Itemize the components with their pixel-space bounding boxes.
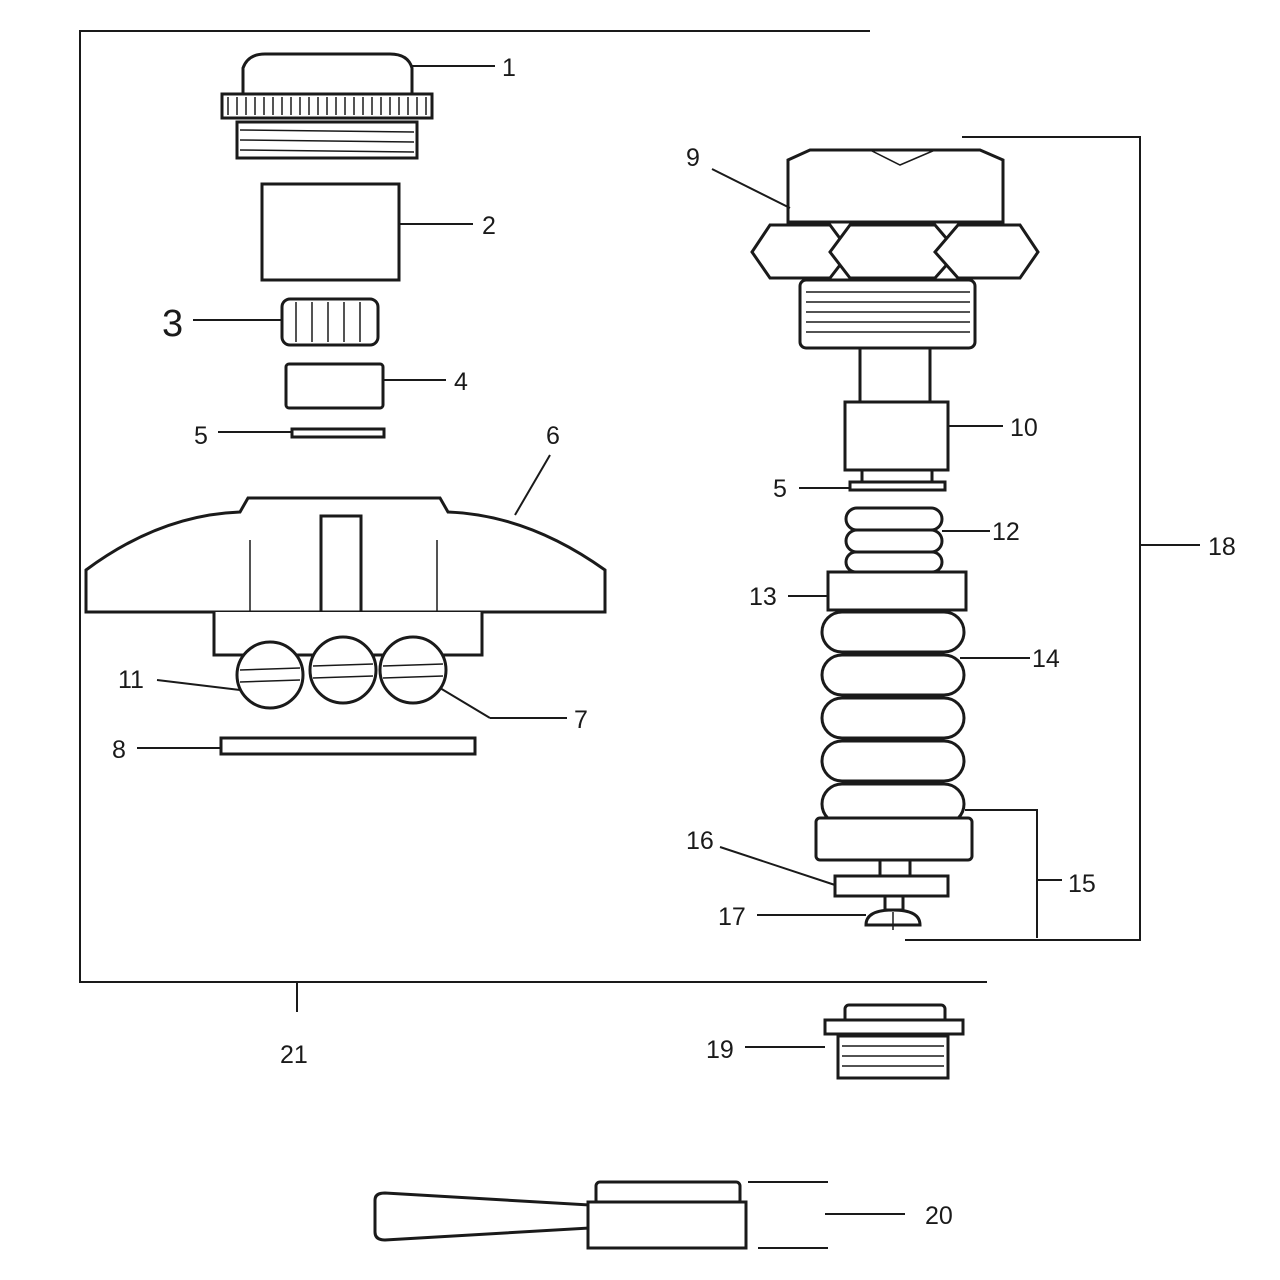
label-2: 2 bbox=[482, 212, 496, 240]
label-4: 4 bbox=[454, 368, 468, 396]
part-5-washer-left bbox=[290, 427, 386, 439]
bracket-15 bbox=[965, 809, 1062, 938]
bracket-18 bbox=[905, 136, 1200, 941]
part-19-plug bbox=[823, 1003, 965, 1080]
label-20: 20 bbox=[925, 1202, 953, 1230]
label-10: 10 bbox=[1010, 414, 1038, 442]
label-11: 11 bbox=[118, 666, 144, 694]
bracket-20 bbox=[748, 1181, 905, 1249]
part-3-knurled-nut bbox=[280, 297, 380, 347]
part-2-sleeve bbox=[260, 182, 401, 282]
part-5-washer-right bbox=[848, 480, 947, 492]
label-8: 8 bbox=[112, 736, 126, 764]
frame-21 bbox=[79, 30, 987, 1012]
label-6: 6 bbox=[546, 422, 560, 450]
part-15-seat-assembly bbox=[814, 816, 974, 930]
label-14: 14 bbox=[1032, 645, 1060, 673]
part-9-bonnet bbox=[750, 148, 1040, 405]
part-13-collar bbox=[826, 570, 968, 612]
part-1-knurl bbox=[227, 97, 427, 115]
label-9: 9 bbox=[686, 144, 700, 172]
part-7-balls bbox=[235, 635, 448, 710]
label-19: 19 bbox=[706, 1036, 734, 1064]
label-5-left: 5 bbox=[194, 422, 208, 450]
label-7: 7 bbox=[574, 706, 588, 734]
label-1: 1 bbox=[502, 54, 516, 82]
part-10-sleeve bbox=[843, 400, 950, 472]
label-17: 17 bbox=[718, 903, 746, 931]
label-3: 3 bbox=[162, 303, 183, 345]
part-14-large-spring bbox=[820, 610, 966, 826]
label-12: 12 bbox=[992, 518, 1020, 546]
label-13: 13 bbox=[749, 583, 777, 611]
label-5-right: 5 bbox=[773, 475, 787, 503]
leader-lines bbox=[137, 65, 1030, 1048]
part-12-small-spring bbox=[844, 506, 944, 574]
label-18: 18 bbox=[1208, 533, 1236, 561]
label-21: 21 bbox=[280, 1041, 308, 1069]
part-4-bushing bbox=[284, 362, 385, 410]
stem-upper bbox=[860, 468, 934, 484]
label-15: 15 bbox=[1068, 870, 1096, 898]
part-labels: 1 2 3 4 5 6 11 7 8 9 10 5 12 13 14 18 16… bbox=[112, 54, 1236, 1230]
part-16-washer bbox=[833, 874, 950, 898]
part-6-body bbox=[84, 496, 607, 657]
part-8-pin bbox=[219, 736, 477, 756]
label-16: 16 bbox=[686, 827, 714, 855]
part-1-cap bbox=[220, 52, 434, 160]
part-20-lever bbox=[373, 1180, 748, 1250]
